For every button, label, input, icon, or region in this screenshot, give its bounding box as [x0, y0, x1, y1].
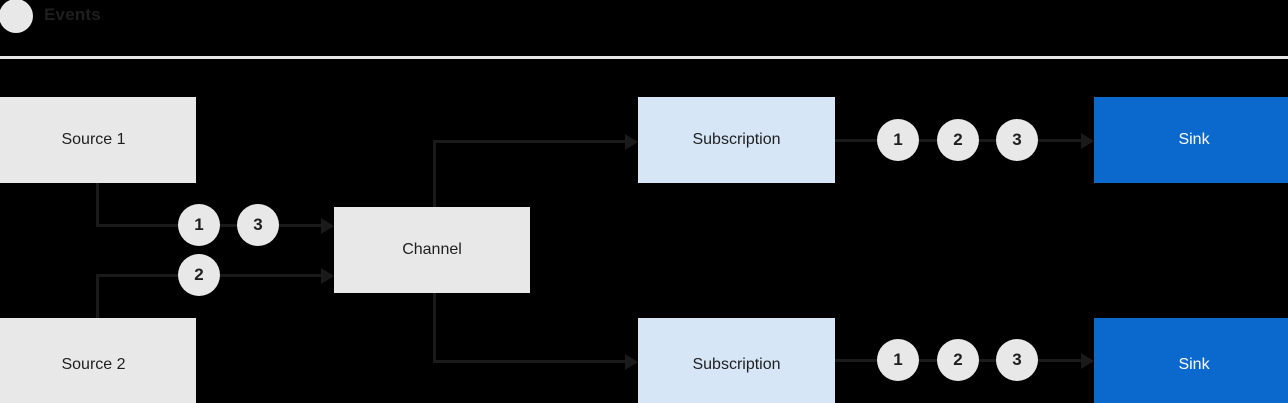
node-channel-label: Channel	[402, 241, 462, 258]
event-badge-label: 1	[194, 215, 204, 234]
event-badge: 2	[937, 119, 979, 161]
legend-label: Events	[44, 5, 101, 24]
node-sink-top[interactable]: Sink	[1094, 97, 1288, 183]
node-sink-bottom[interactable]: Sink	[1094, 318, 1288, 403]
arrowhead-subscription-top-to-sink	[1081, 133, 1094, 149]
event-badge: 2	[178, 254, 220, 296]
event-badge-label: 2	[953, 130, 963, 149]
node-source-1-label: Source 1	[61, 131, 126, 148]
wire-channel-down	[433, 291, 436, 363]
event-badge: 2	[937, 339, 979, 381]
node-source-2[interactable]: Source 2	[0, 318, 196, 403]
event-badge: 3	[996, 339, 1038, 381]
wire-channel-up	[433, 140, 436, 209]
node-subscription-top-label: Subscription	[692, 131, 781, 148]
arrowhead-channel-to-subscription-top	[625, 134, 638, 150]
events-dot-icon	[0, 0, 33, 33]
header-divider	[0, 56, 1288, 59]
event-badge-label: 2	[953, 350, 963, 369]
event-badge: 3	[237, 204, 279, 246]
node-subscription-bottom-label: Subscription	[692, 356, 781, 373]
node-source-1[interactable]: Source 1	[0, 97, 196, 183]
node-subscription-bottom[interactable]: Subscription	[638, 318, 835, 403]
wire-channel-to-subscription-top	[433, 140, 625, 143]
wire-source2-up	[96, 274, 99, 320]
event-badge-label: 2	[194, 265, 204, 284]
node-source-2-label: Source 2	[61, 356, 126, 373]
event-badge-label: 3	[1012, 130, 1022, 149]
arrowhead-channel-to-subscription-bottom	[625, 354, 638, 370]
event-badge-label: 3	[253, 215, 263, 234]
event-badge: 1	[877, 119, 919, 161]
node-channel[interactable]: Channel	[334, 207, 530, 293]
wire-source1-down	[96, 183, 99, 227]
wire-channel-to-subscription-bottom	[433, 360, 625, 363]
arrowhead-source2-to-channel	[321, 268, 334, 284]
node-subscription-top[interactable]: Subscription	[638, 97, 835, 183]
arrowhead-subscription-bottom-to-sink	[1081, 353, 1094, 369]
event-badge: 1	[877, 339, 919, 381]
event-badge: 1	[178, 204, 220, 246]
node-sink-top-label: Sink	[1178, 131, 1210, 148]
node-sink-bottom-label: Sink	[1178, 356, 1210, 373]
event-badge: 3	[996, 119, 1038, 161]
arrowhead-source1-to-channel	[321, 218, 334, 234]
event-badge-label: 1	[893, 130, 903, 149]
event-badge-label: 3	[1012, 350, 1022, 369]
event-badge-label: 1	[893, 350, 903, 369]
